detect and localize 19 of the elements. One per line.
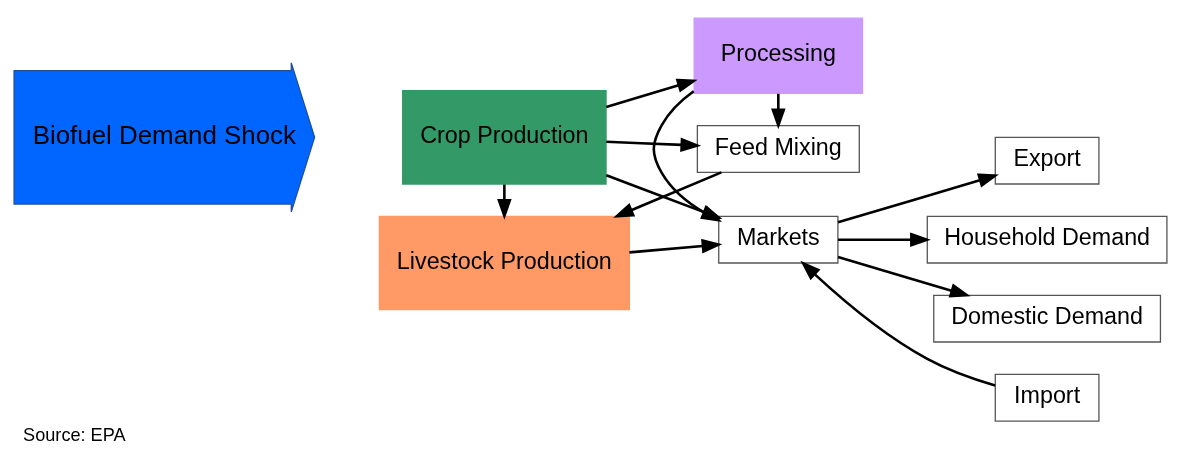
arrow — [497, 184, 512, 220]
node-box: Import — [994, 373, 1100, 422]
caption: Source: EPA — [23, 424, 126, 445]
arrow — [837, 255, 971, 297]
node-box: Export — [994, 136, 1100, 185]
arrow — [771, 93, 786, 129]
node-box: Livestock Production — [378, 215, 630, 310]
node-box: Domestic Demand — [933, 294, 1162, 343]
node-box: Markets — [718, 215, 839, 264]
node-box: Processing — [693, 17, 864, 94]
node-box: Crop Production — [402, 89, 607, 185]
arrow — [838, 231, 931, 247]
arrow — [606, 137, 702, 152]
node-box: Household Demand — [926, 215, 1168, 264]
arrow — [629, 238, 723, 254]
arrow — [800, 260, 996, 387]
arrow — [837, 173, 999, 224]
node-box: Feed Mixing — [696, 124, 860, 173]
arrow — [605, 78, 698, 108]
